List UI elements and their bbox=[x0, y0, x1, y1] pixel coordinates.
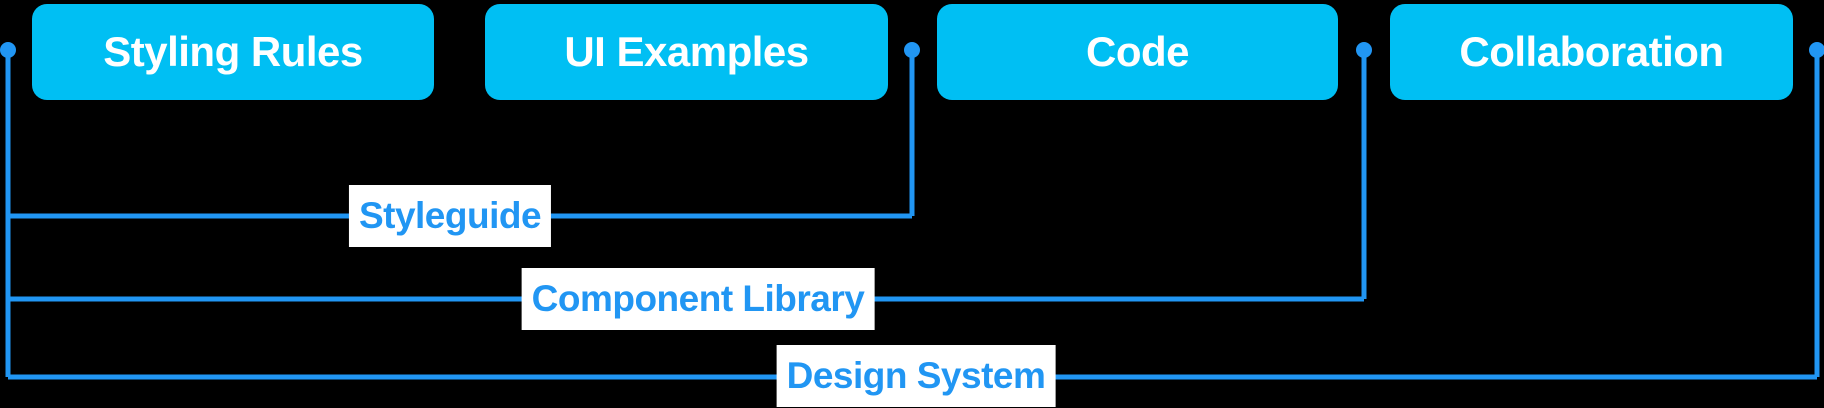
node-collaboration: Collaboration bbox=[1390, 4, 1793, 100]
connector-dot-component-library bbox=[1356, 42, 1372, 58]
connector-dot-left bbox=[0, 42, 16, 58]
node-ui-examples: UI Examples bbox=[485, 4, 888, 100]
node-styling-rules: Styling Rules bbox=[32, 4, 434, 100]
node-code: Code bbox=[937, 4, 1338, 100]
bracket-label-styleguide: Styleguide bbox=[348, 185, 552, 247]
bracket-label-design-system: Design System bbox=[776, 345, 1056, 407]
connector-dot-design-system bbox=[1809, 42, 1824, 58]
connector-dot-styleguide bbox=[904, 42, 920, 58]
bracket-label-component-library: Component Library bbox=[521, 268, 875, 330]
